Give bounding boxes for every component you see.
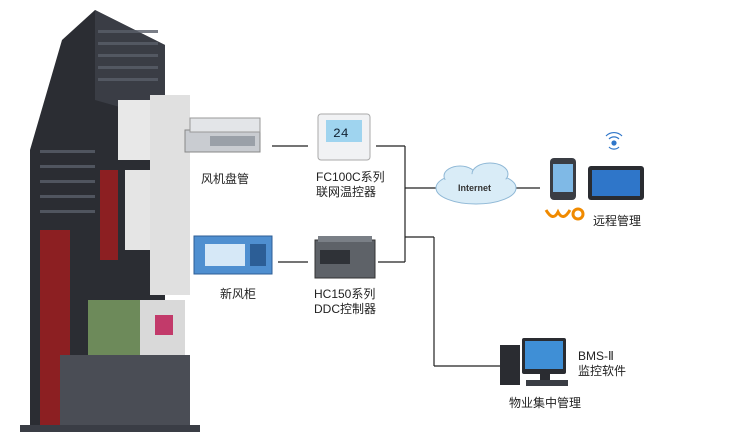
ddc-controller-image [314, 236, 376, 279]
fc100c-label-line1: FC100C系列 [316, 170, 385, 184]
carrier-logo-icon [544, 207, 585, 221]
wifi-signal-icon [605, 132, 623, 150]
tablet-icon [588, 166, 644, 200]
smartphone-icon [550, 158, 576, 200]
fresh-air-label: 新风柜 [220, 287, 257, 301]
internet-label: Internet [458, 183, 492, 193]
internet-cloud [435, 162, 517, 205]
fresh-air-cabinet-image [193, 235, 273, 275]
hc150-label-line1: HC150系列 [314, 287, 376, 301]
bms-label-line2: 监控软件 [578, 364, 627, 378]
thermostat-display: 24 [333, 126, 349, 141]
connection-lines [272, 145, 540, 367]
bms-computer-icon [500, 338, 568, 386]
property-management-label: 物业集中管理 [509, 396, 582, 410]
remote-management-label: 远程管理 [593, 214, 642, 228]
hc150-label-line2: DDC控制器 [314, 302, 376, 316]
fan-coil-device-image [184, 117, 261, 153]
building-image [20, 10, 200, 432]
thermostat-device-image: 24 [317, 113, 371, 161]
fc100c-label-line2: 联网温控器 [316, 185, 377, 199]
fan-coil-label: 风机盘管 [201, 172, 250, 186]
bms-label-line1: BMS-Ⅱ [578, 349, 614, 363]
